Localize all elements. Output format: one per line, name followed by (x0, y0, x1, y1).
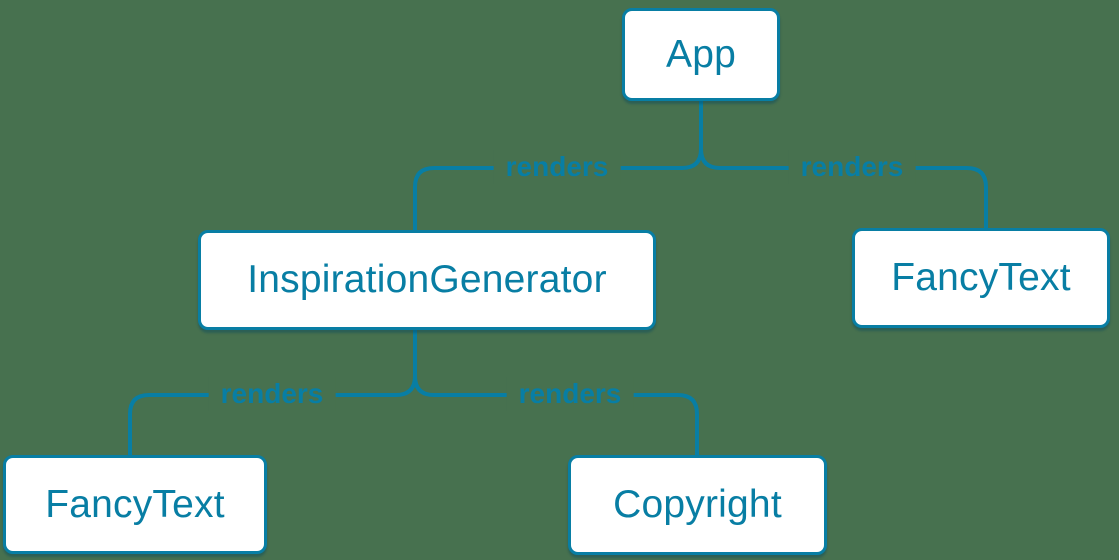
node-fancy-text-top: FancyText (852, 228, 1110, 328)
edge-label-renders: renders (788, 150, 916, 184)
node-label: FancyText (891, 256, 1071, 299)
edge-label-renders: renders (493, 150, 621, 184)
node-copyright: Copyright (568, 455, 827, 555)
node-label: FancyText (45, 482, 225, 526)
node-label: App (666, 32, 736, 76)
edge-label-renders: renders (208, 377, 336, 411)
node-label: InspirationGenerator (247, 258, 607, 301)
edge-label-renders: renders (506, 377, 634, 411)
node-fancy-text-bottom: FancyText (3, 455, 267, 554)
node-label: Copyright (613, 483, 782, 526)
node-app: App (622, 8, 780, 101)
node-inspiration-generator: InspirationGenerator (198, 230, 656, 330)
